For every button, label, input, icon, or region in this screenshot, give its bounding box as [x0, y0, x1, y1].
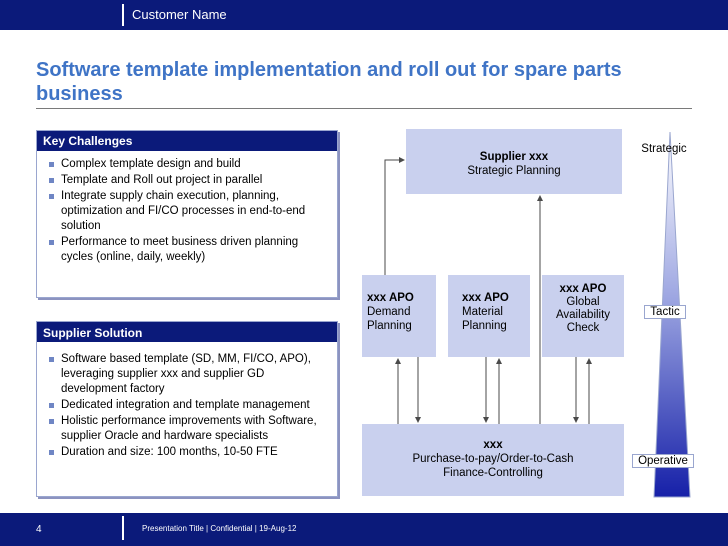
top-bar: Customer Name: [0, 0, 728, 30]
customer-name: Customer Name: [132, 7, 227, 22]
list-item: Dedicated integration and template manag…: [41, 398, 331, 413]
demand-to-strategic-arrow: [384, 157, 405, 275]
bullet-icon: [49, 419, 54, 424]
key-challenges-list: Complex template design and build Templa…: [37, 151, 337, 265]
global-box-line3: Check: [566, 322, 600, 334]
footer-divider: [122, 516, 124, 540]
material-box-line2: Planning: [462, 320, 507, 332]
supplier-solution-heading: Supplier Solution: [37, 322, 337, 342]
footer-info: Presentation Title | Confidential | 19-A…: [142, 524, 297, 533]
list-item: Performance to meet business driven plan…: [41, 235, 331, 265]
bullet-icon: [49, 178, 54, 183]
global-box-line2: Availability: [555, 309, 611, 321]
list-item: Integrate supply chain execution, planni…: [41, 189, 331, 234]
demand-box-line2: Planning: [367, 320, 412, 332]
level-tactic: Tactic: [644, 305, 686, 319]
footer: 4 Presentation Title | Confidential | 19…: [0, 513, 728, 546]
global-availability-box: xxx APO Global Availability Check: [542, 275, 624, 357]
list-item: Duration and size: 100 months, 10-50 FTE: [41, 445, 331, 460]
bullet-icon: [49, 357, 54, 362]
supplier-solution-panel: Supplier Solution Software based templat…: [36, 321, 338, 497]
key-challenges-panel: Key Challenges Complex template design a…: [36, 130, 338, 298]
strategic-box-subtitle: Strategic Planning: [467, 165, 561, 177]
global-box-title: xxx APO: [559, 283, 607, 295]
material-box-line1: Material: [462, 306, 503, 318]
material-planning-box: xxx APO Material Planning: [448, 275, 530, 357]
bullet-icon: [49, 403, 54, 408]
strategic-planning-box: Supplier xxx Strategic Planning: [406, 129, 622, 194]
bullet-icon: [49, 194, 54, 199]
page-number: 4: [36, 524, 42, 535]
supplier-solution-list: Software based template (SD, MM, FI/CO, …: [37, 342, 337, 460]
title-divider: [36, 108, 692, 109]
header-divider: [122, 4, 124, 26]
list-item: Template and Roll out project in paralle…: [41, 173, 331, 188]
bullet-icon: [49, 450, 54, 455]
list-item: Holistic performance improvements with S…: [41, 414, 331, 444]
execution-box-line2: Finance-Controlling: [443, 467, 543, 479]
material-box-title: xxx APO: [462, 292, 509, 304]
global-box-line1: Global: [566, 296, 600, 308]
execution-box-line1: Purchase-to-pay/Order-to-Cash: [412, 453, 574, 465]
execution-box: xxx Purchase-to-pay/Order-to-Cash Financ…: [362, 424, 624, 496]
demand-planning-box: xxx APO Demand Planning: [362, 275, 436, 357]
demand-box-line1: Demand: [367, 306, 411, 318]
level-operative: Operative: [632, 454, 694, 468]
level-strategic: Strategic: [641, 143, 687, 155]
execution-box-title: xxx: [483, 439, 503, 451]
demand-box-title: xxx APO: [367, 292, 414, 304]
bullet-icon: [49, 240, 54, 245]
list-item: Software based template (SD, MM, FI/CO, …: [41, 352, 331, 397]
slide-title: Software template implementation and rol…: [36, 59, 622, 105]
bullet-icon: [49, 162, 54, 167]
list-item: Complex template design and build: [41, 157, 331, 172]
key-challenges-heading: Key Challenges: [37, 131, 337, 151]
strategic-box-title: Supplier xxx: [479, 151, 549, 163]
